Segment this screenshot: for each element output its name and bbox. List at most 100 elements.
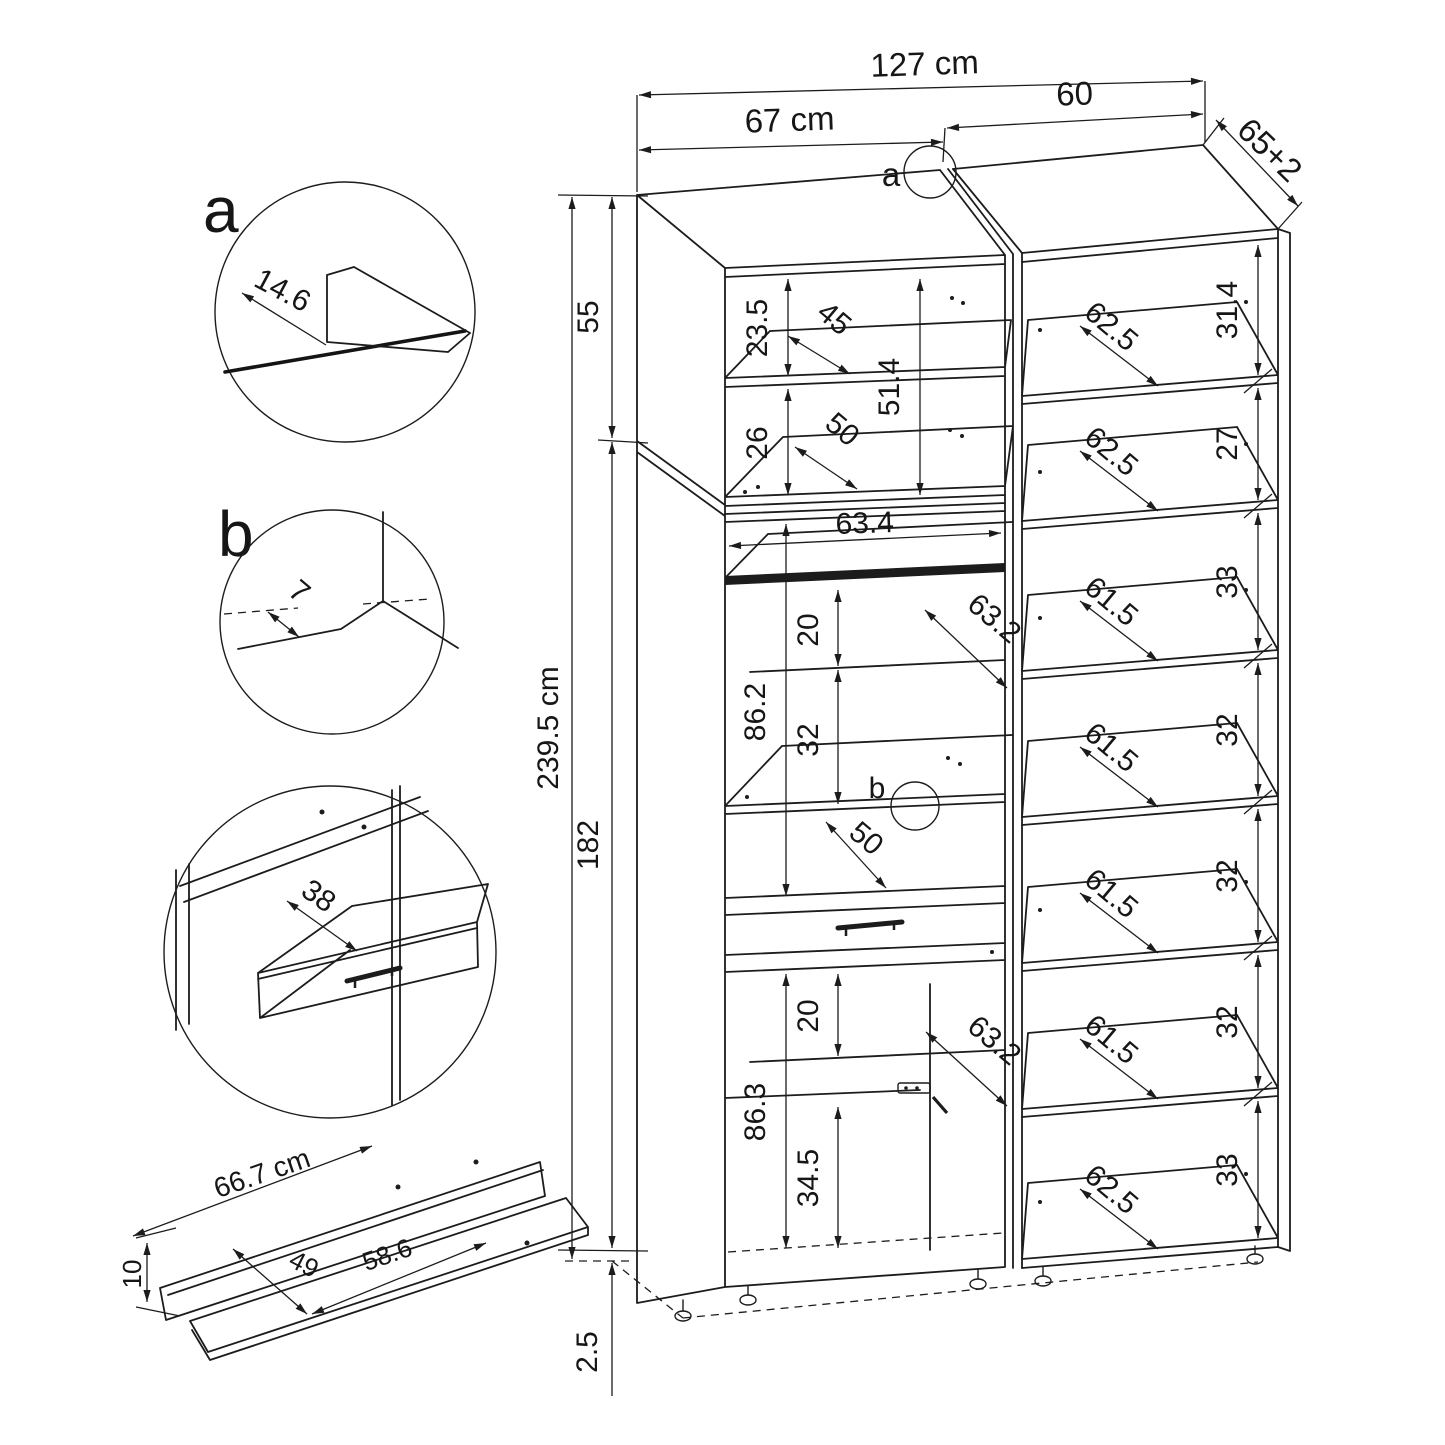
left-width-label: 67 cm (744, 99, 835, 139)
left-tower-floor-dashed (727, 1232, 1004, 1253)
foot (674, 1299, 692, 1322)
dim-left-inner-width: 63.4 (728, 506, 1002, 550)
dim-total-height: 239.5 cm (532, 197, 576, 1259)
dim-left-width: 67 cm (638, 99, 944, 154)
dim-right-width: 60 (946, 74, 1204, 131)
left-upper-inner-label: 51.4 (873, 358, 906, 416)
right-shelf7-depth-label: 62.5 (1078, 1158, 1144, 1221)
dim-left-second-space: 26 (741, 389, 792, 495)
total-width-label: 127 cm (870, 43, 979, 84)
dim-right-c2: 27 (1211, 388, 1262, 500)
dim-right-shelf1: 62.5 (1078, 295, 1159, 387)
dim-right-shelf3: 61.5 (1078, 570, 1159, 662)
dim-right-c6: 32 (1211, 955, 1262, 1088)
foot (739, 1285, 757, 1306)
dim-left-lower-rail: 20 (792, 974, 842, 1056)
dim-left-shelf-above-drawer-depth: 50 (825, 815, 890, 889)
detail-a-thickness-label: 14.6 (249, 262, 316, 319)
left-inner-width-label: 63.4 (835, 506, 895, 541)
dim-left-top-shelf-depth: 45 (787, 295, 858, 375)
detail-panel-height-label: 10 (117, 1260, 147, 1289)
dim-upper-height: 55 (572, 197, 616, 438)
detail-b: b 7 (218, 498, 459, 735)
left-mid-height-label: 86.2 (739, 683, 772, 741)
dim-detail-panel-depth-left: 49 (232, 1244, 324, 1315)
foot (969, 1269, 987, 1290)
floor-dashed-line (611, 1260, 1259, 1319)
detail-panel-board (189, 1197, 589, 1361)
dim-left-lower-space: 34.5 (792, 1107, 842, 1248)
detail-drawer-handle-icon (344, 965, 403, 988)
screw-hole (473, 1159, 479, 1165)
cabinet-feet (674, 1245, 1264, 1322)
detail-b-circle (219, 509, 445, 735)
dim-left-lower-height: 86.3 (739, 974, 790, 1248)
right-shelf6-depth-label: 61.5 (1078, 1008, 1144, 1071)
drawer-handle-icon (835, 919, 905, 936)
detail-drawer-box (257, 883, 489, 1019)
detail-b-gap-label: 7 (282, 574, 316, 610)
dim-right-shelf7: 62.5 (1078, 1158, 1159, 1250)
dim-plinth-height: 2.5 (571, 1263, 616, 1396)
detail-drawer-cabinet-walls (175, 785, 401, 1106)
detail-a-panel-edge (223, 329, 467, 374)
detail-drawer-shelf-lines (179, 796, 429, 903)
callout-b: b (869, 772, 940, 831)
dim-right-c7: 33 (1211, 1101, 1262, 1238)
callout-b-label: b (869, 772, 886, 805)
dim-right-shelf4: 61.5 (1078, 716, 1159, 808)
detail-b-label: b (218, 498, 254, 570)
callout-b-circle (890, 781, 940, 831)
foot (1034, 1266, 1052, 1287)
right-shelf5-depth-label: 61.5 (1078, 862, 1144, 925)
lower-height-label: 182 (572, 820, 605, 870)
screw-hole (319, 809, 325, 815)
left-lower-space-label: 34.5 (792, 1149, 825, 1207)
screw-hole (524, 1240, 530, 1246)
detail-a-circle (214, 181, 476, 443)
left-top-space-label: 23.5 (741, 299, 774, 357)
right-shelf3-depth-label: 61.5 (1078, 570, 1144, 633)
detail-drawer: 38 (163, 785, 497, 1119)
dim-detail-a-thickness: 14.6 (241, 262, 327, 346)
detail-panel-width-label: 66.7 cm (210, 1142, 314, 1204)
detail-a-rail-profile (326, 266, 471, 353)
detail-panel-depth-right-label: 58.6 (358, 1232, 416, 1277)
callout-a-label: a (882, 156, 901, 193)
callout-a: a (882, 145, 957, 199)
left-tower (636, 168, 1023, 1304)
left-tower-back-rail-edge (725, 563, 1005, 585)
callout-a-circle (903, 145, 957, 199)
dim-right-shelf2: 62.5 (1078, 420, 1159, 512)
detail-bottom-panel: 66.7 cm 10 49 58.6 (117, 1142, 589, 1361)
left-mid-space-label: 32 (792, 723, 825, 756)
left-upper-bottom-depth-label: 50 (819, 406, 866, 453)
upper-height-label: 55 (572, 300, 605, 333)
left-top-shelf-depth-label: 45 (811, 295, 858, 342)
left-lower-rail-label: 20 (792, 999, 825, 1032)
dim-detail-panel-height: 10 (117, 1227, 181, 1317)
left-shelf-above-drawer-label: 50 (843, 815, 890, 862)
door-hinge-icon (897, 1082, 949, 1115)
dim-left-top-space: 23.5 (741, 279, 792, 376)
right-c3-height-label: 33 (1211, 565, 1244, 598)
screw-hole (395, 1184, 401, 1190)
dim-total-width: 127 cm (638, 43, 1204, 99)
dim-lower-height: 182 (572, 442, 616, 1248)
left-second-space-label: 26 (741, 426, 774, 459)
right-c7-height-label: 33 (1211, 1153, 1244, 1186)
right-c4-height-label: 32 (1211, 713, 1244, 746)
left-mid-depth-label: 63.2 (961, 587, 1027, 650)
dim-right-c4: 32 (1211, 663, 1262, 796)
dim-detail-b-gap: 7 (267, 574, 316, 638)
detail-b-dashed-lines (223, 598, 431, 615)
right-c1-height-label: 31.4 (1211, 281, 1244, 339)
dim-right-shelf5: 61.5 (1078, 862, 1159, 954)
dim-left-upper-inner: 51.4 (873, 279, 924, 495)
plinth-height-label: 2.5 (571, 1331, 604, 1373)
dim-right-shelf6: 61.5 (1078, 1008, 1159, 1100)
detail-a-label: a (203, 174, 239, 246)
detail-drawer-circle (163, 785, 497, 1119)
